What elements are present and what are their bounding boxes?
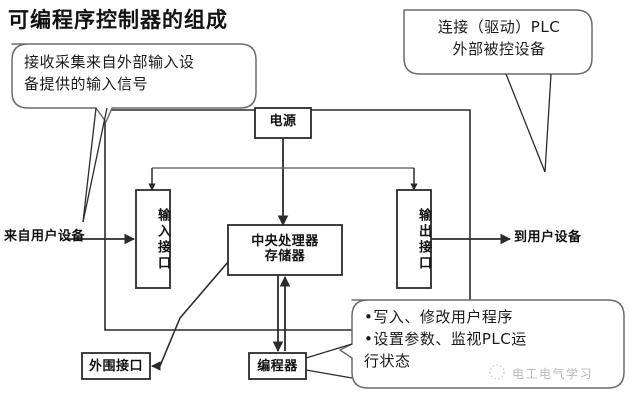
output-callout-bubble xyxy=(403,9,593,173)
input-callout-text: 接收采集来自外部输入设 备提供的输入信号 xyxy=(24,53,195,93)
block-peripheral-interface-label: 外围接口 xyxy=(88,359,143,374)
block-cpu-label: 中央处理器 存储器 xyxy=(251,234,319,265)
block-input-interface-label: 输入接口 xyxy=(155,208,170,272)
block-input-interface xyxy=(135,189,171,289)
wechat-circle-icon xyxy=(489,364,505,380)
output-callout-text: 连接（驱动）PLC 外部被控设备 xyxy=(437,18,561,58)
page-title: 可编程序控制器的组成 xyxy=(8,8,228,32)
watermark-text: 电工电气学习 xyxy=(512,367,594,381)
block-power-label: 电源 xyxy=(269,114,297,129)
cpu-to-peripheral-line xyxy=(151,261,229,371)
block-output-interface-label: 输出接口 xyxy=(416,208,431,272)
block-programmer xyxy=(248,352,307,380)
programmer-callout-text: •写入、修改用户程序 •设置参数、监视PLC运 行状态 xyxy=(364,308,527,370)
block-cpu xyxy=(227,224,343,276)
block-peripheral-interface xyxy=(81,352,151,380)
input-callout-bubble xyxy=(11,43,257,223)
block-power xyxy=(254,107,312,139)
programmer-callout-bubble xyxy=(305,299,625,389)
block-programmer-label: 编程器 xyxy=(257,359,298,374)
edge-label-from-user-device: 来自用户设备 xyxy=(4,229,86,244)
edge-label-to-user-device: 到用户设备 xyxy=(514,230,582,245)
